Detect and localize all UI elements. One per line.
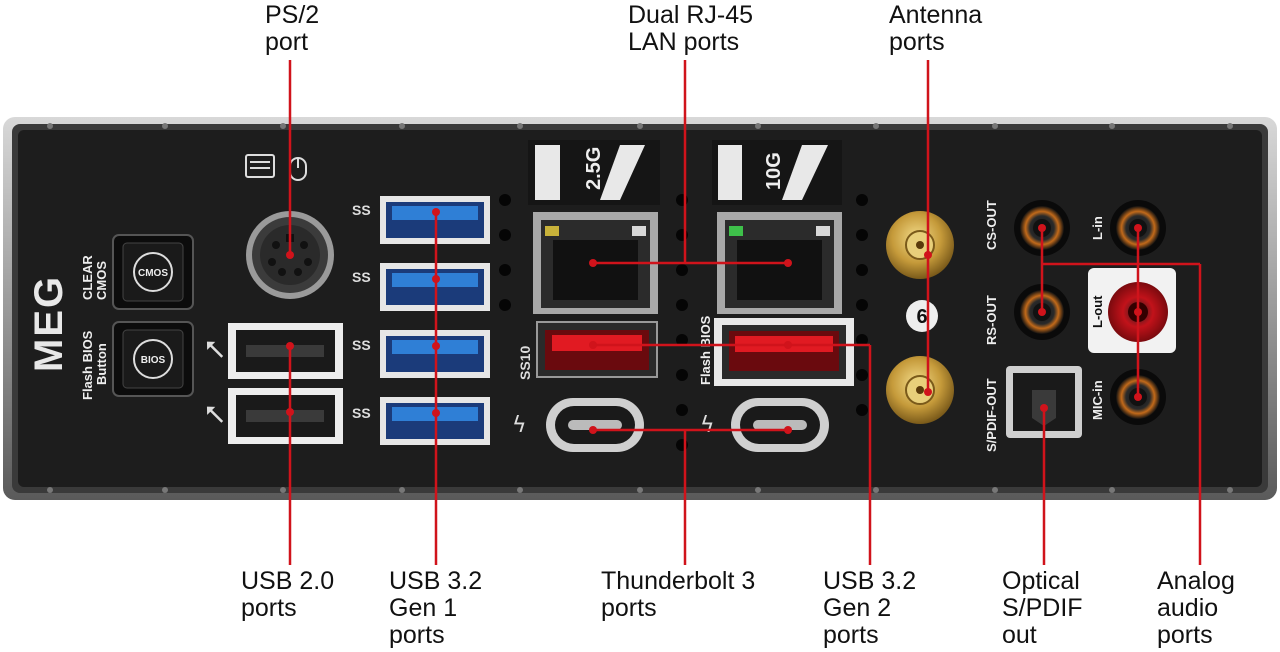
svg-text:⭦: ⭦ <box>205 398 225 433</box>
usb-3-2-gen2-port-flash-bios[interactable] <box>714 318 854 386</box>
lan-port-10g[interactable]: 10G <box>712 140 842 314</box>
callout-usb32g1: USB 3.2 Gen 1 ports <box>389 568 482 649</box>
cs-out-label: CS-OUT <box>984 200 999 250</box>
refresh-icon <box>133 252 173 292</box>
flash-bios-port-label: Flash BIOS <box>698 315 713 385</box>
callout-usb32g2-line2: Gen 2 <box>823 594 892 622</box>
thunderbolt-3-port-left[interactable] <box>546 398 644 452</box>
callout-antenna: Antenna ports <box>889 2 982 56</box>
callout-audio-line3: ports <box>1157 621 1213 649</box>
ss-label: SS <box>352 269 371 285</box>
flash-bios-button[interactable]: BIOS <box>112 321 194 397</box>
mic-in-label: MIC-in <box>1090 380 1105 420</box>
ss-label: SS <box>352 405 371 421</box>
callout-lan-line1: Dual RJ-45 <box>628 1 754 29</box>
usb-3-2-gen2-port-left[interactable] <box>536 321 658 378</box>
callout-spdif-line1: Optical <box>1002 567 1080 595</box>
callout-spdif-line3: out <box>1002 621 1037 649</box>
callout-lan-line2: LAN ports <box>628 28 740 56</box>
callout-tb3: Thunderbolt 3 ports <box>601 568 755 622</box>
thunderbolt-icon: ϟ <box>700 413 715 438</box>
refresh-icon <box>133 339 173 379</box>
callout-ps2-line1: PS/2 <box>265 1 320 29</box>
callout-usb20-line1: USB 2.0 <box>241 567 335 595</box>
callout-usb20: USB 2.0 ports <box>241 568 334 622</box>
ss-usb-icon-column: SS SS SS SS <box>352 202 371 421</box>
callout-antenna-line2: ports <box>889 28 945 56</box>
usb-icon: ⭦ <box>205 398 225 433</box>
usb-2-0-port-bottom[interactable] <box>228 388 343 444</box>
callout-ps2-line2: port <box>265 28 309 56</box>
callout-usb32g2-line1: USB 3.2 <box>823 567 917 595</box>
bios-button-text: BIOS <box>141 355 166 366</box>
line-in-label: L-in <box>1090 216 1105 240</box>
frame-rivets <box>47 123 1233 493</box>
antenna-port-top[interactable] <box>886 211 954 279</box>
callout-ps2: PS/2 port <box>265 2 319 56</box>
svg-text:ϟ: ϟ <box>512 413 527 438</box>
lan-speed-label-2-5g: 2.5G <box>583 147 605 190</box>
callout-tb3-line2: ports <box>601 594 657 622</box>
panel-vent-holes <box>499 194 868 451</box>
cmos-button-text: CMOS <box>138 268 168 279</box>
callout-usb20-line2: ports <box>241 594 297 622</box>
callout-audio-line2: audio <box>1157 594 1219 622</box>
lan-speed-label-10g: 10G <box>763 152 785 190</box>
thunderbolt-icon: ϟ <box>512 413 527 438</box>
callout-tb3-line1: Thunderbolt 3 <box>601 567 756 595</box>
ss10-label: SS10 <box>517 346 533 380</box>
callout-usb32g2-line3: ports <box>823 621 879 649</box>
wifi6-logo: 6 <box>906 300 938 332</box>
clear-cmos-button[interactable]: CMOS <box>112 234 194 310</box>
callout-spdif-line2: S/PDIF <box>1002 594 1083 622</box>
flash-bios-label-2: Button <box>94 343 109 385</box>
callout-spdif: Optical S/PDIF out <box>1002 568 1083 649</box>
wifi6-label: 6 <box>916 306 927 328</box>
svg-text:ϟ: ϟ <box>700 413 715 438</box>
callout-lan: Dual RJ-45 LAN ports <box>628 2 753 56</box>
antenna-port-bottom[interactable] <box>886 356 954 424</box>
svg-text:⭦: ⭦ <box>205 333 225 368</box>
callout-usb32g1-line1: USB 3.2 <box>389 567 483 595</box>
flash-bios-label-1: Flash BIOS <box>80 330 95 400</box>
ss-label: SS <box>352 337 371 353</box>
usb-2-0-port-top[interactable] <box>228 323 343 379</box>
line-out-label: L-out <box>1090 295 1105 328</box>
meg-logo: MEG <box>27 275 71 372</box>
spdif-out-label: S/PDIF-OUT <box>984 378 999 452</box>
optical-spdif-port[interactable] <box>1006 366 1082 438</box>
callout-dots <box>286 208 1142 434</box>
ss-label: SS <box>352 202 371 218</box>
usb-icon: ⭦ <box>205 333 225 368</box>
callout-usb32g1-line3: ports <box>389 621 445 649</box>
callout-lines <box>288 60 1202 565</box>
clear-cmos-label-2: CMOS <box>94 261 109 300</box>
callout-audio: Analog audio ports <box>1157 568 1235 649</box>
callout-antenna-line1: Antenna <box>889 1 983 29</box>
lan-port-2-5g[interactable]: 2.5G <box>528 140 660 314</box>
thunderbolt-3-port-right[interactable] <box>731 398 829 452</box>
clear-cmos-label-1: CLEAR <box>80 255 95 300</box>
callout-usb32g1-line2: Gen 1 <box>389 594 458 622</box>
rs-out-label: RS-OUT <box>984 295 999 345</box>
callout-usb32g2: USB 3.2 Gen 2 ports <box>823 568 916 649</box>
callout-audio-line1: Analog <box>1157 567 1235 595</box>
